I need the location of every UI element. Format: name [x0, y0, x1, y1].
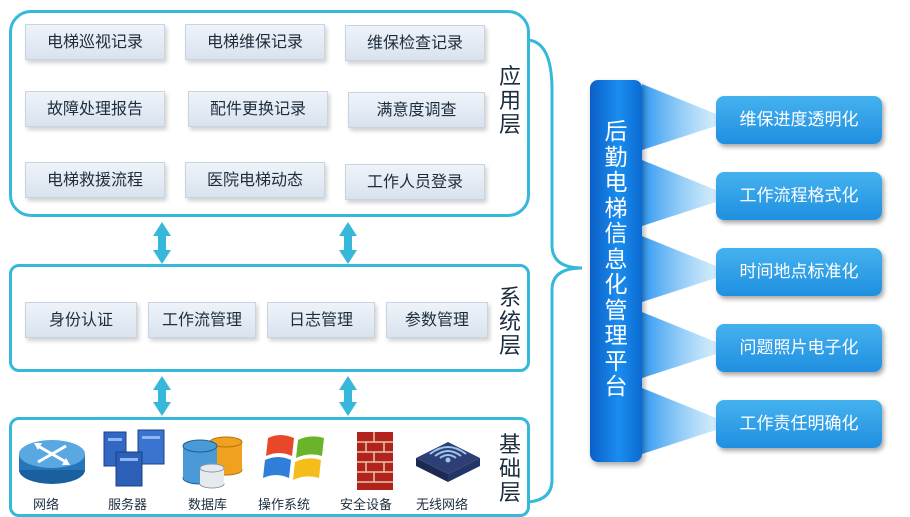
double-arrow-app-system-left — [153, 222, 171, 264]
platform-title: 后勤电梯信息化管理平台 — [590, 80, 642, 462]
windows-logo-icon — [263, 435, 324, 480]
router-icon — [19, 440, 85, 484]
benefit-time-location-standardization: 时间地点标准化 — [716, 248, 882, 296]
connector-graphics — [153, 38, 716, 504]
benefit-maintenance-progress-transparency: 维保进度透明化 — [716, 96, 882, 144]
beam-3 — [642, 236, 716, 302]
base-layer-label: 基础层 — [498, 433, 521, 506]
server-icon — [103, 429, 165, 487]
beam-2 — [642, 160, 716, 226]
beam-4 — [642, 312, 716, 378]
app-item-elevator-patrol[interactable]: 电梯巡视记录 — [25, 24, 165, 60]
sys-item-workflow-management[interactable]: 工作流管理 — [148, 302, 256, 338]
base-item-wireless-label: 无线网络 — [416, 498, 469, 513]
app-item-staff-login[interactable]: 工作人员登录 — [345, 164, 485, 200]
sys-item-identity-auth[interactable]: 身份认证 — [25, 302, 137, 338]
benefit-problem-photo-digitization: 问题照片电子化 — [716, 324, 882, 372]
system-layer-label: 系统层 — [498, 286, 521, 359]
base-item-network-label: 网络 — [33, 498, 60, 513]
database-icon — [182, 436, 243, 489]
double-arrow-system-base-left — [153, 376, 171, 416]
sys-item-log-management[interactable]: 日志管理 — [267, 302, 375, 338]
application-layer-label: 应用层 — [498, 65, 521, 138]
app-item-elevator-maintenance[interactable]: 电梯维保记录 — [185, 24, 325, 60]
base-item-os-label: 操作系统 — [258, 498, 311, 513]
beam-5 — [642, 388, 716, 454]
beam-1 — [642, 84, 716, 150]
app-item-satisfaction-survey[interactable]: 满意度调查 — [348, 92, 485, 128]
double-arrow-system-base-right — [339, 376, 357, 416]
layer-brace — [527, 38, 583, 504]
base-item-security-device-label: 安全设备 — [340, 498, 393, 513]
benefit-workflow-formatting: 工作流程格式化 — [716, 172, 882, 220]
app-item-fault-report[interactable]: 故障处理报告 — [25, 91, 165, 127]
benefit-work-responsibility-clarity: 工作责任明确化 — [716, 400, 882, 448]
wireless-ap-icon — [416, 442, 480, 482]
double-arrow-app-system-right — [339, 222, 357, 264]
app-item-rescue-process[interactable]: 电梯救援流程 — [25, 162, 165, 198]
app-item-maintenance-inspection[interactable]: 维保检查记录 — [345, 25, 485, 61]
firewall-icon — [357, 432, 393, 490]
app-item-parts-replacement[interactable]: 配件更换记录 — [188, 91, 328, 127]
base-item-server-label: 服务器 — [108, 498, 148, 513]
sys-item-parameter-management[interactable]: 参数管理 — [386, 302, 488, 338]
app-item-hospital-elevator-status[interactable]: 医院电梯动态 — [185, 162, 325, 198]
base-item-database-label: 数据库 — [188, 498, 228, 513]
